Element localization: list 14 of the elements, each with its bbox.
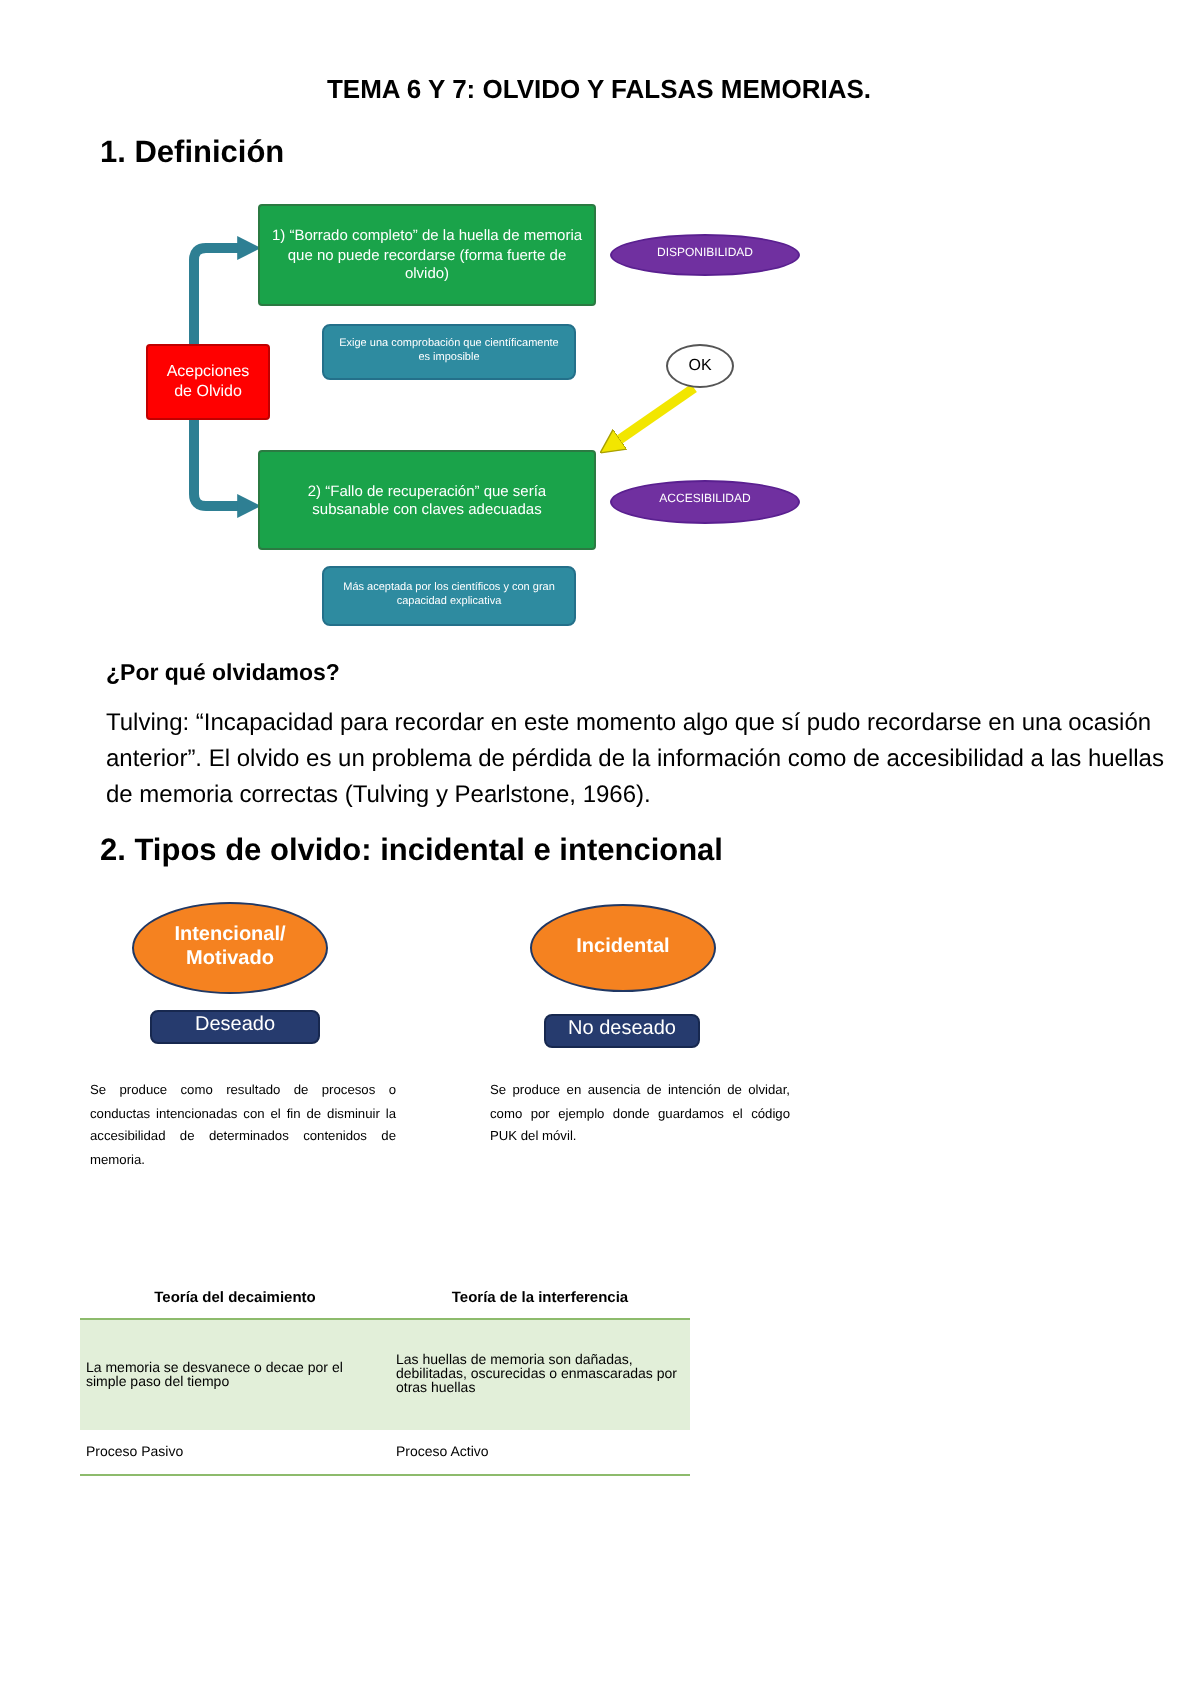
paragraph: Tulving: “Incapacidad para recordar en este momento algo que sí pudo recordarse en una ocasión anterior”. El olvido es un problema de pérdida de la información como de accesibilidad a las huellas de memoria correctas (Tulving y Pearlstone, 1966). [106, 706, 1166, 812]
type-ellipse: Intencional/ Motivado [132, 902, 328, 994]
type-label-box: No deseado [544, 1014, 700, 1048]
concept-box: Acepciones de Olvido [146, 344, 270, 420]
type-label-box: Deseado [150, 1010, 320, 1044]
arrow [189, 236, 262, 344]
type-ellipse: Incidental [530, 904, 716, 992]
ok-ellipse: OK [666, 344, 734, 388]
subheading: ¿Por qué olvidamos? [106, 660, 342, 690]
page-title: TEMA 6 Y 7: OLVIDO Y FALSAS MEMORIAS. [324, 74, 874, 104]
section-heading: 1. Definición [100, 134, 287, 174]
section-heading: 2. Tipos de olvido: incidental e intencional [100, 832, 725, 872]
arrow [189, 420, 262, 518]
arrow [599, 383, 697, 454]
